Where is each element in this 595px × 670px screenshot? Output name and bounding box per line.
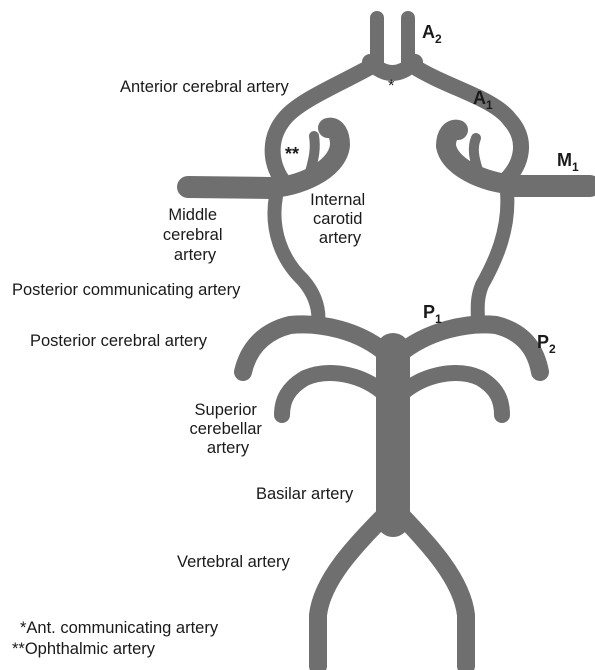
label-posterior-cerebral-artery: Posterior cerebral artery	[30, 332, 208, 350]
vertebral-left-vessel	[318, 512, 388, 666]
ophthalmic-left-vessel	[310, 136, 315, 172]
label-superior-cerebellar-artery: Superior cerebellar artery	[189, 401, 266, 457]
sca-right-vessel	[400, 373, 502, 415]
label-p1: P1	[423, 302, 442, 326]
sca-left-vessel	[282, 373, 386, 415]
label-vertebral-artery: Vertebral artery	[177, 553, 291, 571]
pca-right-vessel	[398, 324, 540, 372]
legend-ophthalmic: **Ophthalmic artery	[12, 640, 156, 658]
label-posterior-communicating-artery: Posterior communicating artery	[12, 281, 241, 299]
pcom-right-vessel	[478, 192, 508, 326]
label-a2: A2	[422, 22, 442, 46]
pcom-left-vessel	[274, 196, 318, 326]
label-ant-communicating-star: *	[388, 77, 395, 95]
label-middle-cerebral-artery: Middle cerebral artery	[163, 206, 227, 264]
ophthalmic-right-vessel	[474, 138, 478, 170]
legend-ant-communicating: *Ant. communicating artery	[20, 619, 219, 637]
pca-left-vessel	[243, 324, 388, 372]
label-internal-carotid-artery: Internal carotid artery	[310, 191, 370, 247]
label-ophthalmic-stars: **	[285, 144, 299, 164]
vertebral-right-vessel	[398, 512, 466, 666]
label-anterior-cerebral-artery: Anterior cerebral artery	[120, 78, 289, 96]
mca-left-vessel	[188, 187, 272, 188]
label-basilar-artery: Basilar artery	[256, 485, 354, 503]
label-m1: M1	[557, 150, 579, 174]
